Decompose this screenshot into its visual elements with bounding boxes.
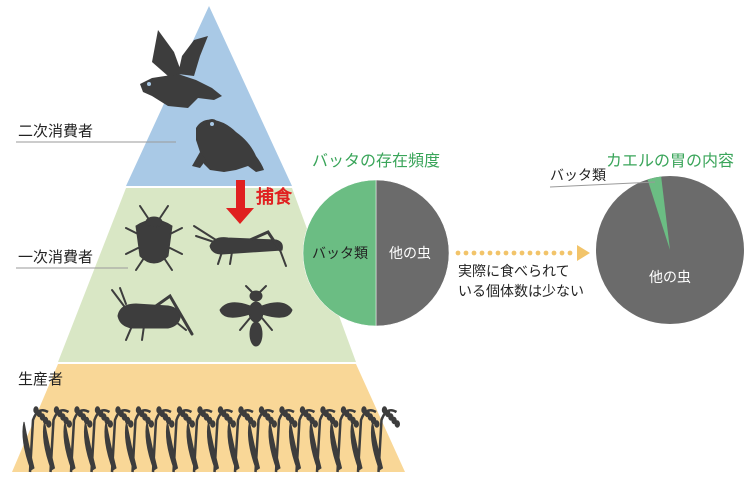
rice-leaf xyxy=(22,421,35,471)
arrow-dot xyxy=(511,250,517,256)
rice-leaf xyxy=(165,421,179,471)
pie-left-title: バッタの存在頻度 xyxy=(312,151,440,170)
arrow-note-line2: いる個体数は少ない xyxy=(458,284,584,300)
rice-plant-icon xyxy=(22,406,400,473)
rice-leaf xyxy=(186,421,199,471)
rice-leaf xyxy=(124,421,138,471)
pie-right-title: カエルの胃の内容 xyxy=(606,151,734,170)
rice-leaf xyxy=(370,421,384,471)
frog-icon xyxy=(192,119,264,172)
pie-left xyxy=(302,179,450,327)
arrow-dot xyxy=(519,250,525,256)
arrow-note-line1: 実際に食べられて xyxy=(458,263,570,280)
rice-leaf xyxy=(63,421,76,471)
rice-grain xyxy=(394,420,400,428)
rice-grain xyxy=(107,420,114,428)
rice-grain xyxy=(353,420,359,428)
stink-bug-icon xyxy=(125,205,183,271)
rice-grain xyxy=(312,420,318,428)
pie-left-slice-0 xyxy=(375,179,450,327)
fly-icon xyxy=(219,285,293,347)
rice-grain xyxy=(87,420,93,428)
grasshopper-icon xyxy=(193,225,287,267)
rice-leaf xyxy=(309,421,322,471)
pie-left-label-other: 他の虫 xyxy=(389,246,431,262)
rice-leaf xyxy=(206,421,220,471)
rice-grain xyxy=(251,420,257,428)
rice-leaf xyxy=(247,421,261,471)
rice-leaf xyxy=(104,421,117,471)
rice-grain xyxy=(210,420,216,428)
rice-grain xyxy=(333,420,339,428)
arrow-dot xyxy=(471,250,477,256)
level-label-primary: 一次消費者 xyxy=(18,248,93,266)
predation-label: 捕食 xyxy=(256,186,293,208)
pie-right xyxy=(596,176,744,324)
rice-grain xyxy=(46,420,52,428)
arrow-dot xyxy=(551,250,557,256)
rice-leaf xyxy=(288,421,302,471)
pie-right-callout-label: バッタ類 xyxy=(550,168,606,184)
rice-leaf xyxy=(268,421,281,471)
arrow-dot xyxy=(535,250,541,256)
dotted-arrow-head xyxy=(577,245,590,261)
pie-left-slice-1 xyxy=(302,179,377,327)
dotted-arrow xyxy=(455,250,573,256)
rice-grain xyxy=(189,420,196,428)
predation-arrow xyxy=(226,180,254,224)
rice-leaf xyxy=(227,421,240,471)
rice-leaf xyxy=(145,421,158,471)
arrow-dot xyxy=(463,250,469,256)
pie-right-callout-line xyxy=(549,181,656,188)
rice-leaf xyxy=(83,421,97,471)
rice-grain xyxy=(292,420,298,428)
arrow-dot xyxy=(543,250,549,256)
rice-grain xyxy=(169,420,175,428)
level-label-secondary: 二次消費者 xyxy=(18,122,93,140)
rice-leaf xyxy=(350,421,363,471)
rice-leaf xyxy=(329,421,343,471)
arrow-dot xyxy=(455,250,461,256)
rice-grain xyxy=(374,420,380,428)
arrow-dot xyxy=(567,250,573,256)
rice-grain xyxy=(128,420,134,428)
pie-right-label-other: 他の虫 xyxy=(649,270,691,286)
rice-grain xyxy=(230,420,237,428)
pie-right-slice-0 xyxy=(647,176,670,250)
arrow-dot xyxy=(479,250,485,256)
arrow-dot xyxy=(487,250,493,256)
pie-left-label-grasshopper: バッタ類 xyxy=(312,246,368,262)
arrow-dot xyxy=(559,250,565,256)
rice-leaf xyxy=(42,421,56,471)
arrow-dot xyxy=(495,250,501,256)
arrow-dot xyxy=(527,250,533,256)
rice-grain xyxy=(271,420,277,428)
rice-grain xyxy=(66,420,73,428)
cricket-icon xyxy=(111,287,194,341)
rice-grain xyxy=(148,420,155,428)
level-label-producer: 生産者 xyxy=(18,370,63,388)
bird-icon xyxy=(140,30,222,108)
arrow-dot xyxy=(503,250,509,256)
